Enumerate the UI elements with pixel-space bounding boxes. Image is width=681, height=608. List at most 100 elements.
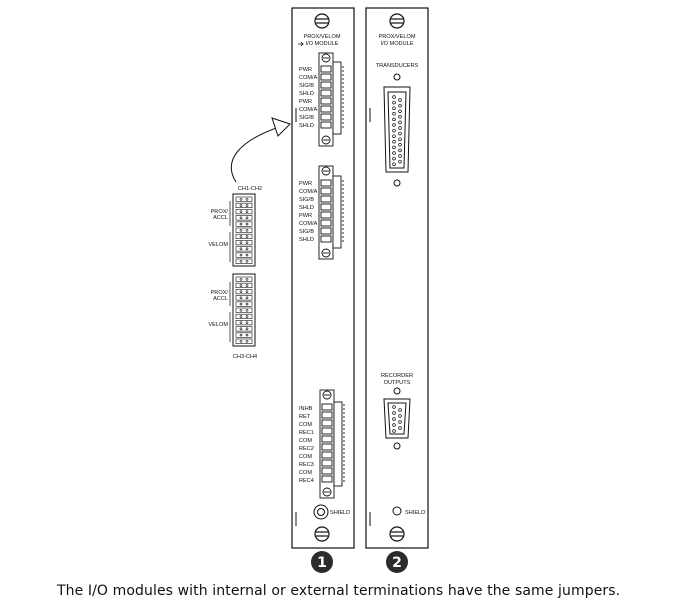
jumper-pin-pair	[235, 252, 253, 258]
arrow-pointer-icon	[298, 41, 304, 47]
jumper-bottom-label: CH3-CH4	[233, 354, 257, 360]
jumper-pin-pair	[235, 221, 253, 227]
curved-arrow-icon	[230, 125, 283, 183]
connector-pin	[398, 148, 402, 153]
connector-pin	[245, 315, 249, 318]
connector-pin	[239, 284, 243, 287]
connector-pin	[245, 277, 249, 281]
connector-pin	[392, 145, 396, 150]
module-1-title-line2: I/O MODULE	[306, 41, 339, 47]
connector-pin	[398, 115, 402, 119]
connector-pin	[392, 128, 396, 133]
module-2-shield-label: SHIELD	[405, 510, 425, 516]
jumper-pin-pair	[235, 276, 253, 282]
module-1-shield-label: SHIELD	[330, 510, 350, 516]
badge-2: 2	[386, 551, 408, 573]
connector-pin	[392, 117, 396, 122]
connector-pin	[392, 162, 396, 166]
connector-pin	[392, 151, 396, 155]
connector-pin	[239, 197, 243, 201]
connector-pin	[239, 321, 243, 324]
connector-pin	[245, 216, 249, 220]
connector-pin	[245, 339, 249, 343]
top-screw-icon	[314, 13, 330, 29]
top-screw-icon	[389, 13, 405, 29]
terminal-label: COM/A	[299, 75, 318, 81]
connector-pin	[392, 134, 396, 138]
terminal-label: SIG/B	[299, 83, 314, 89]
terminal-label: REC1	[299, 430, 314, 436]
connector-pin	[245, 308, 249, 312]
connector-pin	[398, 131, 402, 136]
terminal-label: COM	[299, 470, 312, 476]
connector-pin	[245, 222, 249, 226]
connector-pin	[239, 235, 243, 238]
connector-pin	[239, 302, 243, 306]
jumper-pin-pair	[235, 307, 253, 313]
shield-ground-icon	[392, 506, 402, 516]
terminal-label: SIG/B	[299, 115, 314, 121]
terminal-block-3	[319, 389, 345, 499]
jumper-board-detail: CH1-CH2 PROX/ ACCL VELOM PROX/ ACCL VELO…	[208, 117, 291, 360]
terminal-label: REC3	[299, 462, 314, 468]
jumper-pin-pair	[235, 295, 253, 301]
connector-pin	[239, 259, 243, 263]
terminal-label: COM/A	[299, 221, 318, 227]
connector-pin	[239, 333, 243, 337]
transducers-label: TRANSDUCERS	[376, 63, 419, 69]
prox-accl-label-line1: PROX/	[211, 290, 229, 296]
prox-accl-label-line2: ACCL	[213, 215, 228, 221]
prox-accl-label-line1: PROX/	[211, 209, 229, 215]
bottom-screw-icon	[314, 526, 330, 542]
terminal-label: SHLD	[299, 205, 314, 211]
connector-pin	[392, 140, 396, 144]
connector-pin	[239, 339, 243, 343]
badge-1-number: 1	[317, 555, 327, 571]
jumper-top-label: CH1-CH2	[238, 186, 262, 192]
connector-pin	[245, 247, 249, 251]
jumper-pin-pair	[235, 246, 253, 252]
connector-pin	[245, 253, 249, 257]
connector-pin	[392, 411, 396, 415]
terminal-label: SHLD	[299, 123, 314, 129]
connector-pin	[239, 228, 243, 232]
recorder-label-line1: RECORDER	[381, 373, 413, 379]
connector-pin	[398, 98, 402, 102]
jumper-pin-pair	[235, 215, 253, 221]
module-2-panel: PROX/VELOM I/O MODULE TRANSDUCERS RECORD…	[365, 7, 429, 549]
connector-pin	[392, 423, 396, 427]
connector-pin	[239, 296, 243, 300]
connector-pin	[392, 417, 396, 421]
connector-pin	[392, 112, 396, 116]
connector-pin	[245, 327, 249, 331]
connector-pin	[245, 290, 249, 293]
connector-pin	[239, 247, 243, 251]
transducers-connector-icon	[383, 73, 411, 187]
connector-pin	[392, 95, 396, 99]
velom-label: VELOM	[208, 242, 228, 248]
module-2-title-line1: PROX/VELOM	[379, 34, 416, 40]
jumper-pin-pair	[235, 338, 253, 344]
connector-pin	[398, 109, 402, 113]
connector-pin	[245, 204, 249, 207]
terminal-label: SIG/B	[299, 229, 314, 235]
connector-pin	[245, 302, 249, 306]
terminal-label: INHB	[299, 406, 313, 412]
terminal-label: SHLD	[299, 237, 314, 243]
jumper-pin-pair	[235, 282, 253, 289]
terminal-label: PWR	[299, 181, 312, 187]
jumper-pin-pair	[235, 209, 253, 215]
figure-caption: The I/O modules with internal or externa…	[57, 583, 621, 599]
terminal-label: PWR	[299, 67, 312, 73]
connector-pin	[245, 321, 249, 324]
connector-pin	[239, 308, 243, 312]
connector-pin	[239, 327, 243, 331]
connector-pin	[392, 156, 396, 161]
terminal-block-1	[318, 52, 344, 147]
terminal-label: COM	[299, 438, 312, 444]
connector-pin	[392, 106, 396, 110]
connector-pin	[398, 159, 402, 164]
connector-pin	[239, 216, 243, 220]
jumper-pin-pair	[235, 326, 253, 332]
